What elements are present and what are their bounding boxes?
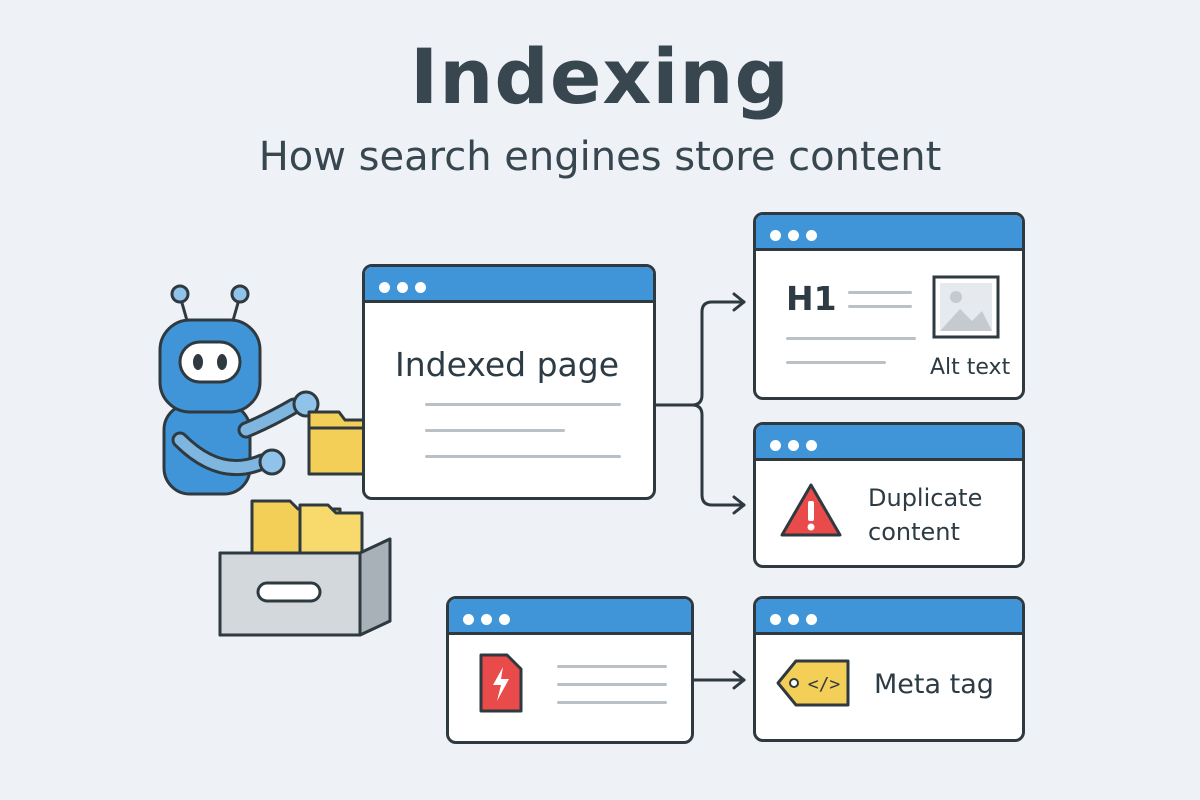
window-dots [770, 226, 824, 241]
text-line [786, 337, 916, 340]
window-dots [463, 610, 517, 625]
meta-tag-label: Meta tag [874, 669, 994, 700]
duplicate-content-window: Duplicate content [753, 422, 1025, 568]
drawer-icon [218, 499, 392, 637]
amp-page-window [446, 596, 694, 744]
page-structure-window: H1 Alt text [753, 212, 1025, 400]
window-dots [379, 278, 433, 293]
lightning-document-icon [479, 653, 523, 713]
text-line [848, 305, 912, 308]
page-subtitle: How search engines store content [258, 134, 942, 180]
text-line [425, 429, 565, 432]
alt-text-label: Alt text [930, 355, 1011, 380]
window-dots [770, 610, 824, 625]
window-dots [770, 436, 824, 451]
text-line [786, 361, 886, 364]
warning-icon [780, 483, 842, 537]
window-titlebar [365, 267, 653, 303]
text-line [557, 701, 667, 704]
text-line [557, 665, 667, 668]
window-titlebar [756, 215, 1022, 251]
meta-tag-window: </> Meta tag [753, 596, 1025, 742]
text-line [557, 683, 667, 686]
indexed-page-window: Indexed page [362, 264, 656, 500]
code-tag-icon: </> [776, 659, 850, 707]
page-title: Indexing [410, 32, 790, 121]
indexed-page-label: Indexed page [395, 345, 619, 384]
window-titlebar [449, 599, 691, 635]
arrow-to-structure [652, 300, 746, 407]
duplicate-content-label: Duplicate content [868, 484, 983, 546]
window-titlebar [756, 599, 1022, 635]
window-titlebar [756, 425, 1022, 461]
image-placeholder-icon [932, 275, 1000, 339]
h1-label: H1 [786, 279, 837, 318]
arrow-to-duplicate [690, 403, 746, 507]
svg-text:</>: </> [808, 674, 841, 695]
text-line [425, 455, 621, 458]
robot-icon [158, 284, 320, 496]
text-line [848, 291, 912, 294]
text-line [425, 403, 621, 406]
